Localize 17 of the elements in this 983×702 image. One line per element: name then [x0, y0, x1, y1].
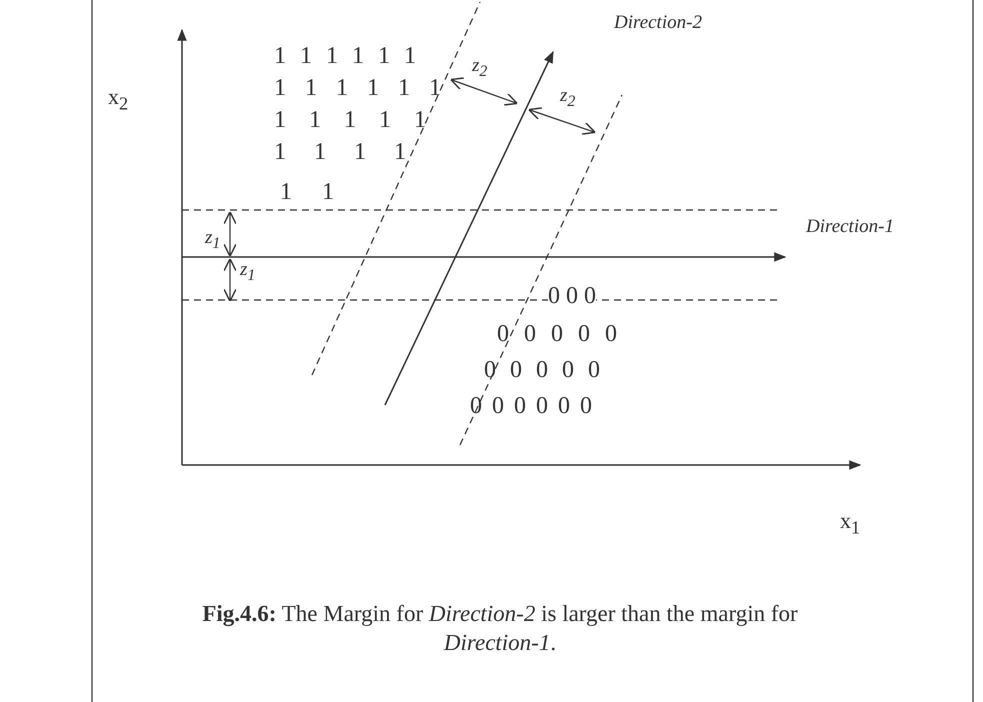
figure-caption: Fig.4.6: The Margin for Direction-2 is larger than the margin for Direction-1. — [201, 600, 799, 657]
point-row: 1 1 1 1 — [274, 140, 406, 164]
direction-label: Direction-1 — [806, 217, 894, 236]
point-row: 1 1 1 1 1 — [274, 108, 426, 132]
margin-label: z$_{1}$ — [240, 260, 256, 284]
direction-label: Direction-2 — [614, 13, 702, 32]
point-row: 1 1 — [280, 180, 334, 204]
margin-label: z$_{2}$ — [560, 86, 576, 110]
margin-label: z$_{2}$ — [472, 56, 488, 80]
point-row: 1 1 1 1 1 1 — [274, 76, 441, 100]
point-row: 0 0 0 0 0 — [484, 358, 600, 382]
axis-label: x$_{2}$ — [108, 86, 128, 113]
point-row: 0 0 0 0 0 — [497, 322, 617, 346]
margin-label: z$_{1}$ — [205, 228, 220, 252]
point-row: 0 0 0 0 0 0 — [470, 394, 592, 418]
point-row: 1 1 1 1 1 1 — [274, 44, 416, 68]
axis-label: x$_{1}$ — [840, 510, 860, 537]
